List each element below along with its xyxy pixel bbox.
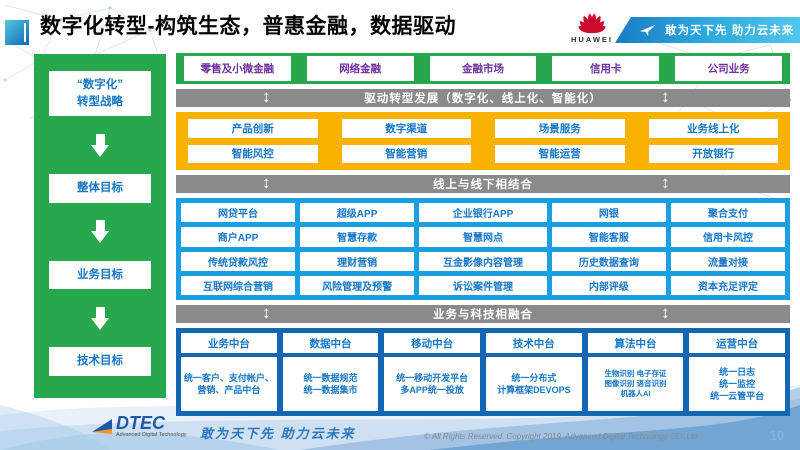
huawei-wordmark: HUAWEI xyxy=(571,35,613,44)
application-box: 流量对接 xyxy=(670,251,785,271)
sidebar-item-overall-goal: 整体目标 xyxy=(49,174,151,203)
platform-title: 技术中台 xyxy=(485,333,582,353)
platform-title: 运营中台 xyxy=(689,333,785,353)
footer-slogan: 敢为天下先 助力云未来 xyxy=(200,426,356,441)
business-line-box: 信用卡 xyxy=(552,56,660,81)
business-line-box: 金融市场 xyxy=(429,56,537,81)
platform-title: 业务中台 xyxy=(181,333,277,353)
application-box: 智能客服 xyxy=(551,227,666,247)
platform-column-tech: 技术中台 统一分布式 计算框架DEVOPS xyxy=(485,333,582,411)
slogan-banner: 敢为天下先 助力云未来 xyxy=(615,17,800,43)
application-box: 历史数据查询 xyxy=(551,251,666,271)
platform-column-operation: 运营中台 统一日志 统一监控 统一云管平台 xyxy=(689,333,785,411)
application-box: 信用卡风控 xyxy=(670,227,785,247)
capability-box: 智能风控 xyxy=(188,144,318,163)
sidebar-item-business-goal: 业务目标 xyxy=(49,260,151,290)
double-arrow-icon: ↕ xyxy=(661,173,671,192)
capability-box: 业务线上化 xyxy=(648,119,778,138)
strategy-sidebar: “数字化” 转型战略 整体目标 业务目标 技术目标 xyxy=(34,54,166,398)
paper-plane-icon xyxy=(639,24,656,36)
application-box: 智慧网点 xyxy=(419,227,547,247)
page-title: 数字化转型-构筑生态，普惠金融，数据驱动 xyxy=(40,15,456,38)
platform-column-business: 业务中台 统一客户、支付帐户、营销、产品中台 xyxy=(181,333,277,411)
down-arrow-icon xyxy=(90,133,109,157)
platform-column-mobile: 移动中台 统一移动开发平台 多APP统一投放 xyxy=(384,333,480,411)
platform-title: 移动中台 xyxy=(384,333,480,353)
sidebar-item-tech-goal: 技术目标 xyxy=(49,347,151,376)
banner-label: 业务与科技相融合 xyxy=(433,309,533,321)
title-bullet-icon xyxy=(5,20,36,45)
platform-section: 业务中台 统一客户、支付帐户、营销、产品中台 数据中台 统一数据规范 统一数据集… xyxy=(176,328,790,416)
adtec-logo-text: DTEC xyxy=(116,413,165,433)
application-box: 超级APP xyxy=(300,203,415,223)
business-line-box: 网络金融 xyxy=(306,56,414,81)
application-box: 诉讼案件管理 xyxy=(419,275,547,295)
platform-column-algorithm: 算法中台 生物识别 电子存证 图像识别 语音识别 机器人AI xyxy=(587,333,684,411)
business-line-box: 公司业务 xyxy=(675,56,782,81)
banner-label: 驱动转型发展（数字化、线上化、智能化） xyxy=(364,93,602,105)
banner-online-offline: ↕ 线上与线下相结合 ↕ xyxy=(176,173,790,193)
capability-box: 场景服务 xyxy=(495,119,625,138)
capability-box: 开放银行 xyxy=(648,144,778,163)
application-box: 资本充足评定 xyxy=(670,275,785,295)
adtec-logo-icon xyxy=(92,419,112,435)
double-arrow-icon: ↕ xyxy=(661,303,671,322)
application-box: 风险管理及预警 xyxy=(300,275,415,295)
down-arrow-icon xyxy=(90,220,109,244)
capability-box: 数字渠道 xyxy=(341,119,471,138)
platform-detail: 生物识别 电子存证 图像识别 语音识别 机器人AI xyxy=(587,357,684,411)
capability-section: 产品创新 数字渠道 场景服务 业务线上化 智能风控 智能营销 智能运营 开放银行 xyxy=(176,112,790,170)
huawei-logo: HUAWEI xyxy=(566,6,618,44)
application-box: 传统贷款风控 xyxy=(181,251,296,271)
double-arrow-icon: ↕ xyxy=(261,87,272,106)
capability-box: 智能营销 xyxy=(341,144,471,163)
application-box: 网银 xyxy=(551,203,666,223)
banner-tech-fusion: ↕ 业务与科技相融合 ↕ xyxy=(176,303,790,323)
application-box: 内部评级 xyxy=(551,275,666,295)
platform-detail: 统一数据规范 统一数据集市 xyxy=(282,357,379,411)
application-box: 互金影像内容管理 xyxy=(419,251,547,271)
double-arrow-icon: ↕ xyxy=(261,303,272,322)
adtec-logo-subtext: Advanced Digital Technology xyxy=(116,432,187,439)
adtec-logo: DTEC Advanced Digital Technology xyxy=(92,413,187,439)
copyright-text: © All Rights Reserved. Copyright 2019, A… xyxy=(424,432,698,441)
double-arrow-icon: ↕ xyxy=(261,173,272,192)
application-box: 聚合支付 xyxy=(670,203,785,223)
application-section: 网贷平台 超级APP 企业银行APP 网银 聚合支付 商户APP 智慧存款 智慧… xyxy=(176,198,790,300)
business-line-box: 零售及小微金融 xyxy=(184,56,291,81)
platform-detail: 统一移动开发平台 多APP统一投放 xyxy=(384,357,480,411)
platform-detail: 统一日志 统一监控 统一云管平台 xyxy=(689,357,785,411)
huawei-logo-icon xyxy=(578,13,606,34)
platform-title: 算法中台 xyxy=(587,333,684,353)
application-box: 互联网综合营销 xyxy=(181,275,296,295)
banner-label: 线上与线下相结合 xyxy=(433,179,533,191)
down-arrow-icon xyxy=(90,306,109,330)
slogan-text: 敢为天下先 助力云未来 xyxy=(665,25,795,37)
double-arrow-icon: ↕ xyxy=(661,87,671,106)
application-box: 商户APP xyxy=(181,227,296,247)
page-number: 10 xyxy=(769,428,784,443)
platform-detail: 统一分布式 计算框架DEVOPS xyxy=(485,357,582,411)
application-box: 理财营销 xyxy=(300,251,415,271)
capability-box: 产品创新 xyxy=(188,119,318,138)
capability-box: 智能运营 xyxy=(495,144,625,163)
application-box: 网贷平台 xyxy=(181,203,296,223)
architecture-diagram: 零售及小微金融 网络金融 金融市场 信用卡 公司业务 ↕ 驱动转型发展（数字化、… xyxy=(176,53,790,416)
platform-title: 数据中台 xyxy=(282,333,379,353)
banner-drive-transformation: ↕ 驱动转型发展（数字化、线上化、智能化） ↕ xyxy=(176,87,790,107)
platform-detail: 统一客户、支付帐户、营销、产品中台 xyxy=(181,357,277,411)
platform-column-data: 数据中台 统一数据规范 统一数据集市 xyxy=(282,333,379,411)
application-box: 智慧存款 xyxy=(300,227,415,247)
sidebar-item-strategy: “数字化” 转型战略 xyxy=(49,71,151,117)
application-box: 企业银行APP xyxy=(419,203,547,223)
business-lines-band: 零售及小微金融 网络金融 金融市场 信用卡 公司业务 xyxy=(176,53,790,84)
